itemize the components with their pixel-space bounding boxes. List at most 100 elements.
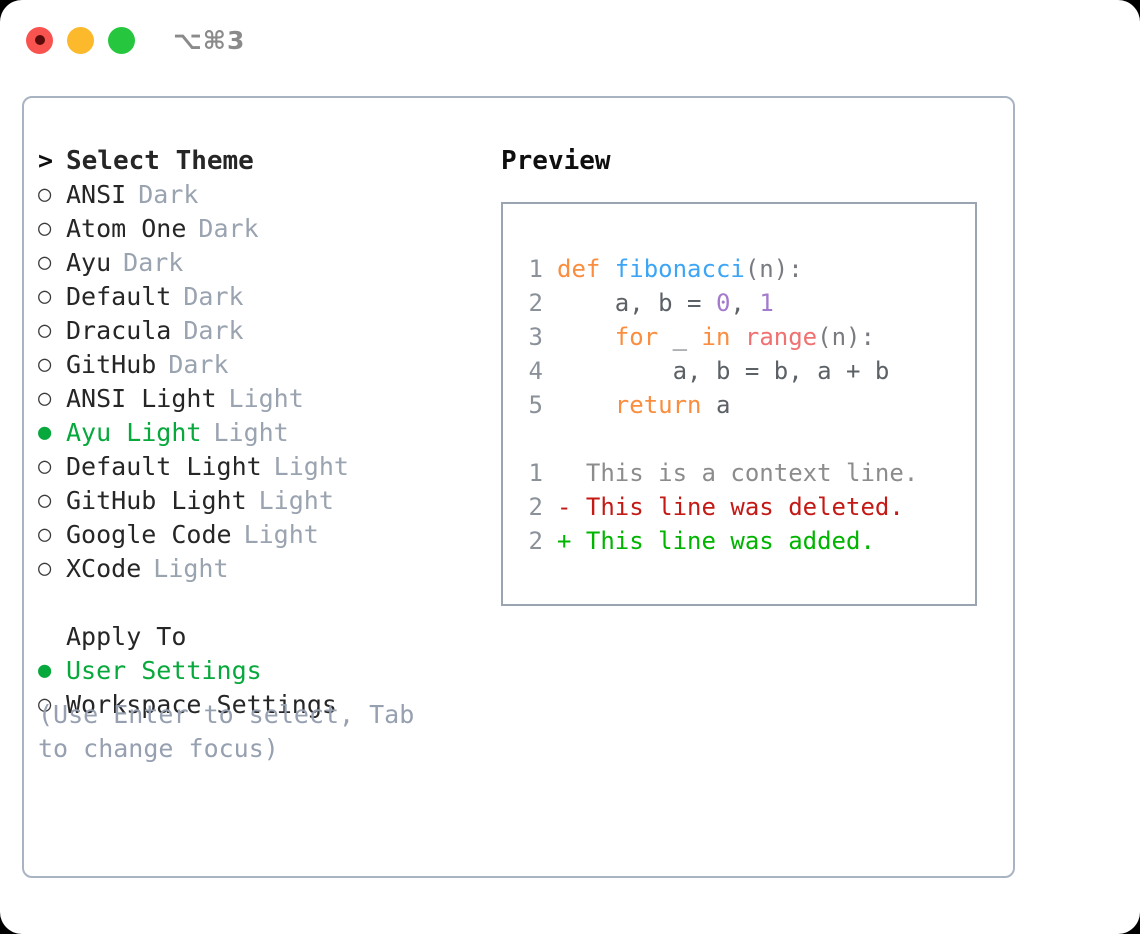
theme-option-name: Dracula xyxy=(66,316,172,345)
theme-option-variant: Light xyxy=(153,554,229,583)
diff-text: This line was added. xyxy=(571,527,875,555)
theme-option-variant: Dark xyxy=(183,282,244,311)
prompt-caret-icon: > xyxy=(38,146,54,175)
theme-option-name: Default Light xyxy=(66,452,262,481)
diff-line: 1 This is a context line. xyxy=(521,456,975,490)
diff-line: 2- This line was deleted. xyxy=(521,490,975,524)
radio-unselected-icon: ○ xyxy=(38,250,52,275)
line-number: 1 xyxy=(528,459,543,487)
line-number: 2 xyxy=(528,527,543,555)
code-line: 5 return a xyxy=(521,388,975,422)
radio-unselected-icon: ○ xyxy=(38,386,52,411)
diff-text: This is a context line. xyxy=(571,459,919,487)
theme-option-variant: Dark xyxy=(138,180,199,209)
theme-option-name: Atom One xyxy=(66,214,187,243)
code-line: 3 for _ in range(n): xyxy=(521,320,975,354)
theme-option-name: GitHub xyxy=(66,350,157,379)
radio-unselected-icon: ○ xyxy=(38,216,52,241)
apply-to-header: ○ Apply To xyxy=(38,620,468,654)
line-number: 1 xyxy=(528,255,543,283)
theme-option-variant: Dark xyxy=(198,214,259,243)
code-token: return xyxy=(614,391,702,419)
preview-title: Preview xyxy=(501,146,611,176)
keyboard-shortcut-label: ⌥⌘3 xyxy=(173,25,246,55)
code-token: (n): xyxy=(817,323,875,351)
hint-text: (Use Enter to select, Tab to change focu… xyxy=(38,700,415,763)
radio-unselected-icon: ○ xyxy=(38,488,52,513)
apply-to-bullet-placeholder: ○ xyxy=(38,620,66,654)
code-token xyxy=(557,323,615,351)
code-token: 1 xyxy=(759,289,774,317)
theme-option[interactable]: ○ GitHub Dark xyxy=(38,348,468,382)
apply-to-title: Apply To xyxy=(66,622,187,651)
theme-option[interactable]: ○ Atom One Dark xyxy=(38,212,468,246)
diff-marker: + xyxy=(557,527,572,555)
theme-option-name: Google Code xyxy=(66,520,232,549)
radio-unselected-icon: ○ xyxy=(38,284,52,309)
theme-option-variant: Light xyxy=(213,418,289,447)
diff-line: 2 + This line was added. xyxy=(521,524,975,558)
apply-to-option-label: User Settings xyxy=(66,656,262,685)
code-token: a, b = b, a + b xyxy=(557,357,890,385)
code-token: def xyxy=(557,255,615,283)
theme-option-variant: Light xyxy=(243,520,319,549)
radio-unselected-icon: ○ xyxy=(38,352,52,377)
zoom-button[interactable] xyxy=(108,26,135,54)
theme-option[interactable]: ○ Default Dark xyxy=(38,280,468,314)
theme-option-variant: Dark xyxy=(183,316,244,345)
theme-option[interactable]: ○ ANSI Light Light xyxy=(38,382,468,416)
apply-to-option[interactable]: ○Workspace Settings xyxy=(38,688,468,722)
radio-unselected-icon: ○ xyxy=(38,454,52,479)
code-token: in xyxy=(701,323,731,351)
code-token: a, b = xyxy=(557,289,716,317)
title-bar: ⌥⌘3 xyxy=(0,0,1140,80)
code-line: 4 a, b = b, a + b xyxy=(521,354,975,388)
code-token: _ xyxy=(658,323,702,351)
minimize-button[interactable] xyxy=(67,26,94,54)
theme-option-name: Ayu xyxy=(66,248,112,277)
theme-option-name: GitHub Light xyxy=(66,486,247,515)
theme-list-header: > Select Theme xyxy=(38,144,468,178)
code-token: fibonacci xyxy=(614,255,745,283)
theme-option[interactable]: ○ Ayu Dark xyxy=(38,246,468,280)
theme-option-variant: Dark xyxy=(168,350,229,379)
line-number: 4 xyxy=(528,357,543,385)
code-line: 2 a, b = 0, 1 xyxy=(521,286,975,320)
diff-marker xyxy=(557,459,571,487)
radio-unselected-icon: ○ xyxy=(38,182,52,207)
line-number: 2 xyxy=(528,289,543,317)
close-button[interactable] xyxy=(26,26,53,54)
code-token xyxy=(730,323,744,351)
diff-text: This line was deleted. xyxy=(571,493,904,521)
theme-option-name: Ayu Light xyxy=(66,418,202,447)
code-token xyxy=(557,391,615,419)
theme-option-name: ANSI Light xyxy=(66,384,217,413)
diff-sample: 1 This is a context line.2- This line wa… xyxy=(521,456,975,558)
code-token: 0 xyxy=(715,289,731,317)
theme-option[interactable]: ○ GitHub Light Light xyxy=(38,484,468,518)
theme-option[interactable]: ○ ANSI Dark xyxy=(38,178,468,212)
theme-option-name: Default xyxy=(66,282,172,311)
theme-option-variant: Light xyxy=(258,486,334,515)
theme-option-variant: Dark xyxy=(123,248,184,277)
theme-option-variant: Light xyxy=(228,384,304,413)
code-token: for xyxy=(614,323,659,351)
code-token: (n): xyxy=(744,255,803,283)
theme-option-name: ANSI xyxy=(66,180,127,209)
apply-to-option[interactable]: ●User Settings xyxy=(38,654,468,688)
code-token: a xyxy=(701,391,731,419)
apply-to-option-label: Workspace Settings xyxy=(66,690,337,719)
window-controls xyxy=(26,26,135,54)
line-number: 5 xyxy=(528,391,543,419)
